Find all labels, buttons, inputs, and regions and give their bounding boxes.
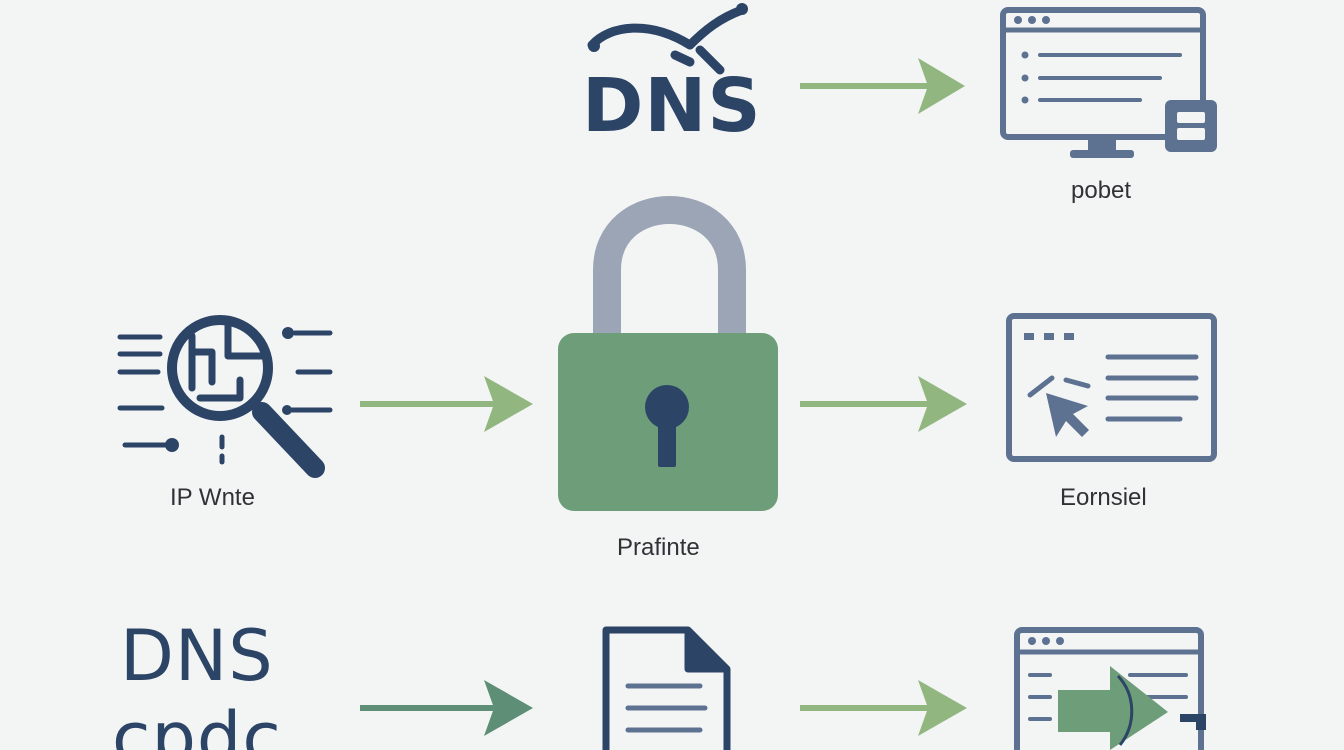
- browser-cursor-icon: [1006, 313, 1217, 462]
- arrow-document-to-browser: [800, 680, 967, 736]
- ip-wnte-label: IP Wnte: [170, 484, 255, 511]
- arrow-dnscpdc-to-document: [360, 680, 533, 736]
- magnifier-circuit-icon: [117, 315, 333, 478]
- arrow-ipwnte-to-prafinte: [360, 376, 533, 432]
- padlock-icon: [558, 196, 778, 511]
- browser-arrow-icon: [1014, 627, 1206, 750]
- network-arc-icon: [587, 3, 748, 75]
- dns-bottom-line2: cpdc: [112, 700, 282, 750]
- dns-top-logo-text: DNS: [582, 63, 762, 149]
- arrow-dns-to-pobet: [800, 58, 965, 114]
- dns-bottom-line1: DNS: [120, 615, 274, 697]
- eornsiel-label: Eornsiel: [1060, 484, 1147, 511]
- arrow-prafinte-to-eornsiel: [800, 376, 967, 432]
- prafinte-label: Prafinte: [617, 534, 700, 561]
- pobet-label: pobet: [1071, 177, 1132, 204]
- browser-lock-icon: [1000, 7, 1217, 158]
- document-icon: [602, 626, 731, 750]
